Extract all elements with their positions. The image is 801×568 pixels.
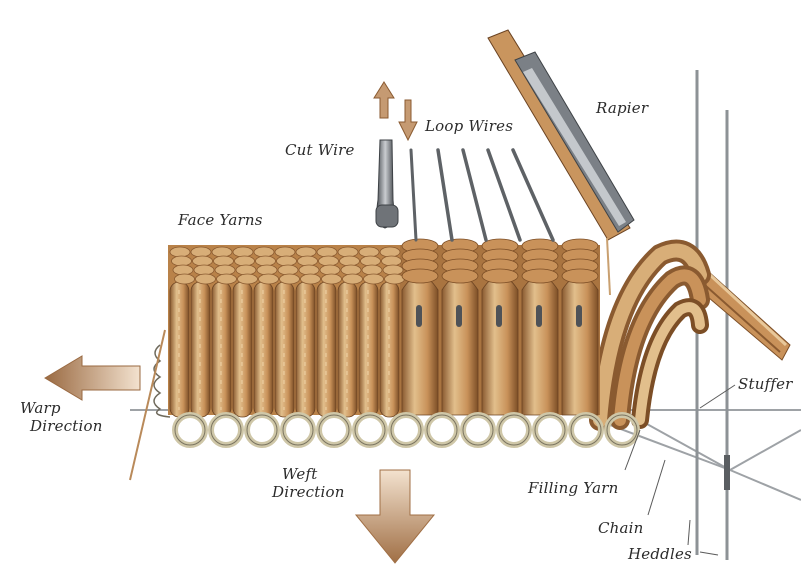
- label-weft-line1: Weft: [282, 466, 317, 483]
- face-yarn-top: [277, 256, 297, 266]
- loop-tuft: [482, 276, 518, 415]
- face-yarn-top: [193, 256, 213, 266]
- face-yarn-top: [212, 247, 232, 257]
- face-yarn-top: [385, 274, 405, 284]
- warp-direction-arrow-icon: [45, 356, 140, 400]
- face-yarn-top: [341, 265, 361, 275]
- loop-top: [482, 269, 518, 283]
- loop-wire-end: [536, 305, 542, 327]
- face-yarn-top: [238, 274, 258, 284]
- arrow-down-icon: [399, 100, 417, 140]
- face-yarn-top: [256, 256, 276, 266]
- label-stuffer: Stuffer: [738, 376, 793, 393]
- label-loop-wires: Loop Wires: [425, 118, 513, 135]
- label-cut-wire: Cut Wire: [285, 142, 355, 159]
- face-yarn-top: [196, 274, 216, 284]
- loop-wire-end: [456, 305, 462, 327]
- loop-wire-end: [496, 305, 502, 327]
- face-yarn-top: [175, 274, 195, 284]
- face-yarn-top: [257, 265, 277, 275]
- loop-top: [402, 269, 438, 283]
- label-rapier: Rapier: [596, 100, 648, 117]
- loop-tuft: [522, 276, 558, 415]
- face-yarn-top: [343, 274, 363, 284]
- loop-wire-end: [416, 305, 422, 327]
- face-yarn-top: [236, 265, 256, 275]
- loop-tuft: [562, 276, 598, 415]
- face-yarn-top: [217, 274, 237, 284]
- face-yarn-top: [362, 265, 382, 275]
- loop-top: [442, 269, 478, 283]
- face-yarn-top: [280, 274, 300, 284]
- face-yarn-top: [254, 247, 274, 257]
- face-yarn-top: [298, 256, 318, 266]
- face-yarn-top: [322, 274, 342, 284]
- face-yarn-top: [296, 247, 316, 257]
- loop-tuft: [402, 276, 438, 415]
- cut-wire: [376, 140, 398, 228]
- face-yarn-top: [319, 256, 339, 266]
- face-yarn-top: [299, 265, 319, 275]
- label-warp-line2: Direction: [30, 418, 103, 435]
- face-yarn-top: [173, 265, 193, 275]
- face-yarn-top: [380, 247, 400, 257]
- face-yarn-top: [364, 274, 384, 284]
- face-yarn-top: [278, 265, 298, 275]
- face-yarn-top: [383, 265, 403, 275]
- face-yarn-top: [275, 247, 295, 257]
- face-yarn-top: [320, 265, 340, 275]
- face-yarn-top: [191, 247, 211, 257]
- face-yarn-top: [214, 256, 234, 266]
- label-heddles: Heddles: [628, 546, 692, 563]
- loop-wires: [411, 150, 553, 240]
- loop-wire-end: [576, 305, 582, 327]
- loop-top: [562, 269, 598, 283]
- weft-direction-arrow-icon: [356, 470, 434, 563]
- label-warp-line1: Warp: [20, 400, 61, 417]
- face-yarn-top: [361, 256, 381, 266]
- face-yarn-top: [194, 265, 214, 275]
- face-yarn-top: [259, 274, 279, 284]
- face-yarn-top: [359, 247, 379, 257]
- selvage-edge: [130, 330, 170, 480]
- label-filling-yarn: Filling Yarn: [528, 480, 619, 497]
- face-yarn-top: [172, 256, 192, 266]
- face-yarn-top: [301, 274, 321, 284]
- label-face-yarns: Face Yarns: [178, 212, 263, 229]
- face-yarn-top: [382, 256, 402, 266]
- arrow-up-icon: [374, 82, 394, 118]
- face-yarn-top: [170, 247, 190, 257]
- face-yarn-top: [340, 256, 360, 266]
- label-weft-line2: Direction: [272, 484, 345, 501]
- label-chain: Chain: [598, 520, 644, 537]
- face-yarn-top: [215, 265, 235, 275]
- filling-yarn-loops: [175, 415, 637, 445]
- face-yarn-top: [338, 247, 358, 257]
- rising-pile-bundle: [600, 251, 700, 421]
- face-yarn-top: [233, 247, 253, 257]
- loop-tuft: [442, 276, 478, 415]
- loop-top: [522, 269, 558, 283]
- face-yarn-top: [317, 247, 337, 257]
- face-yarn-top: [235, 256, 255, 266]
